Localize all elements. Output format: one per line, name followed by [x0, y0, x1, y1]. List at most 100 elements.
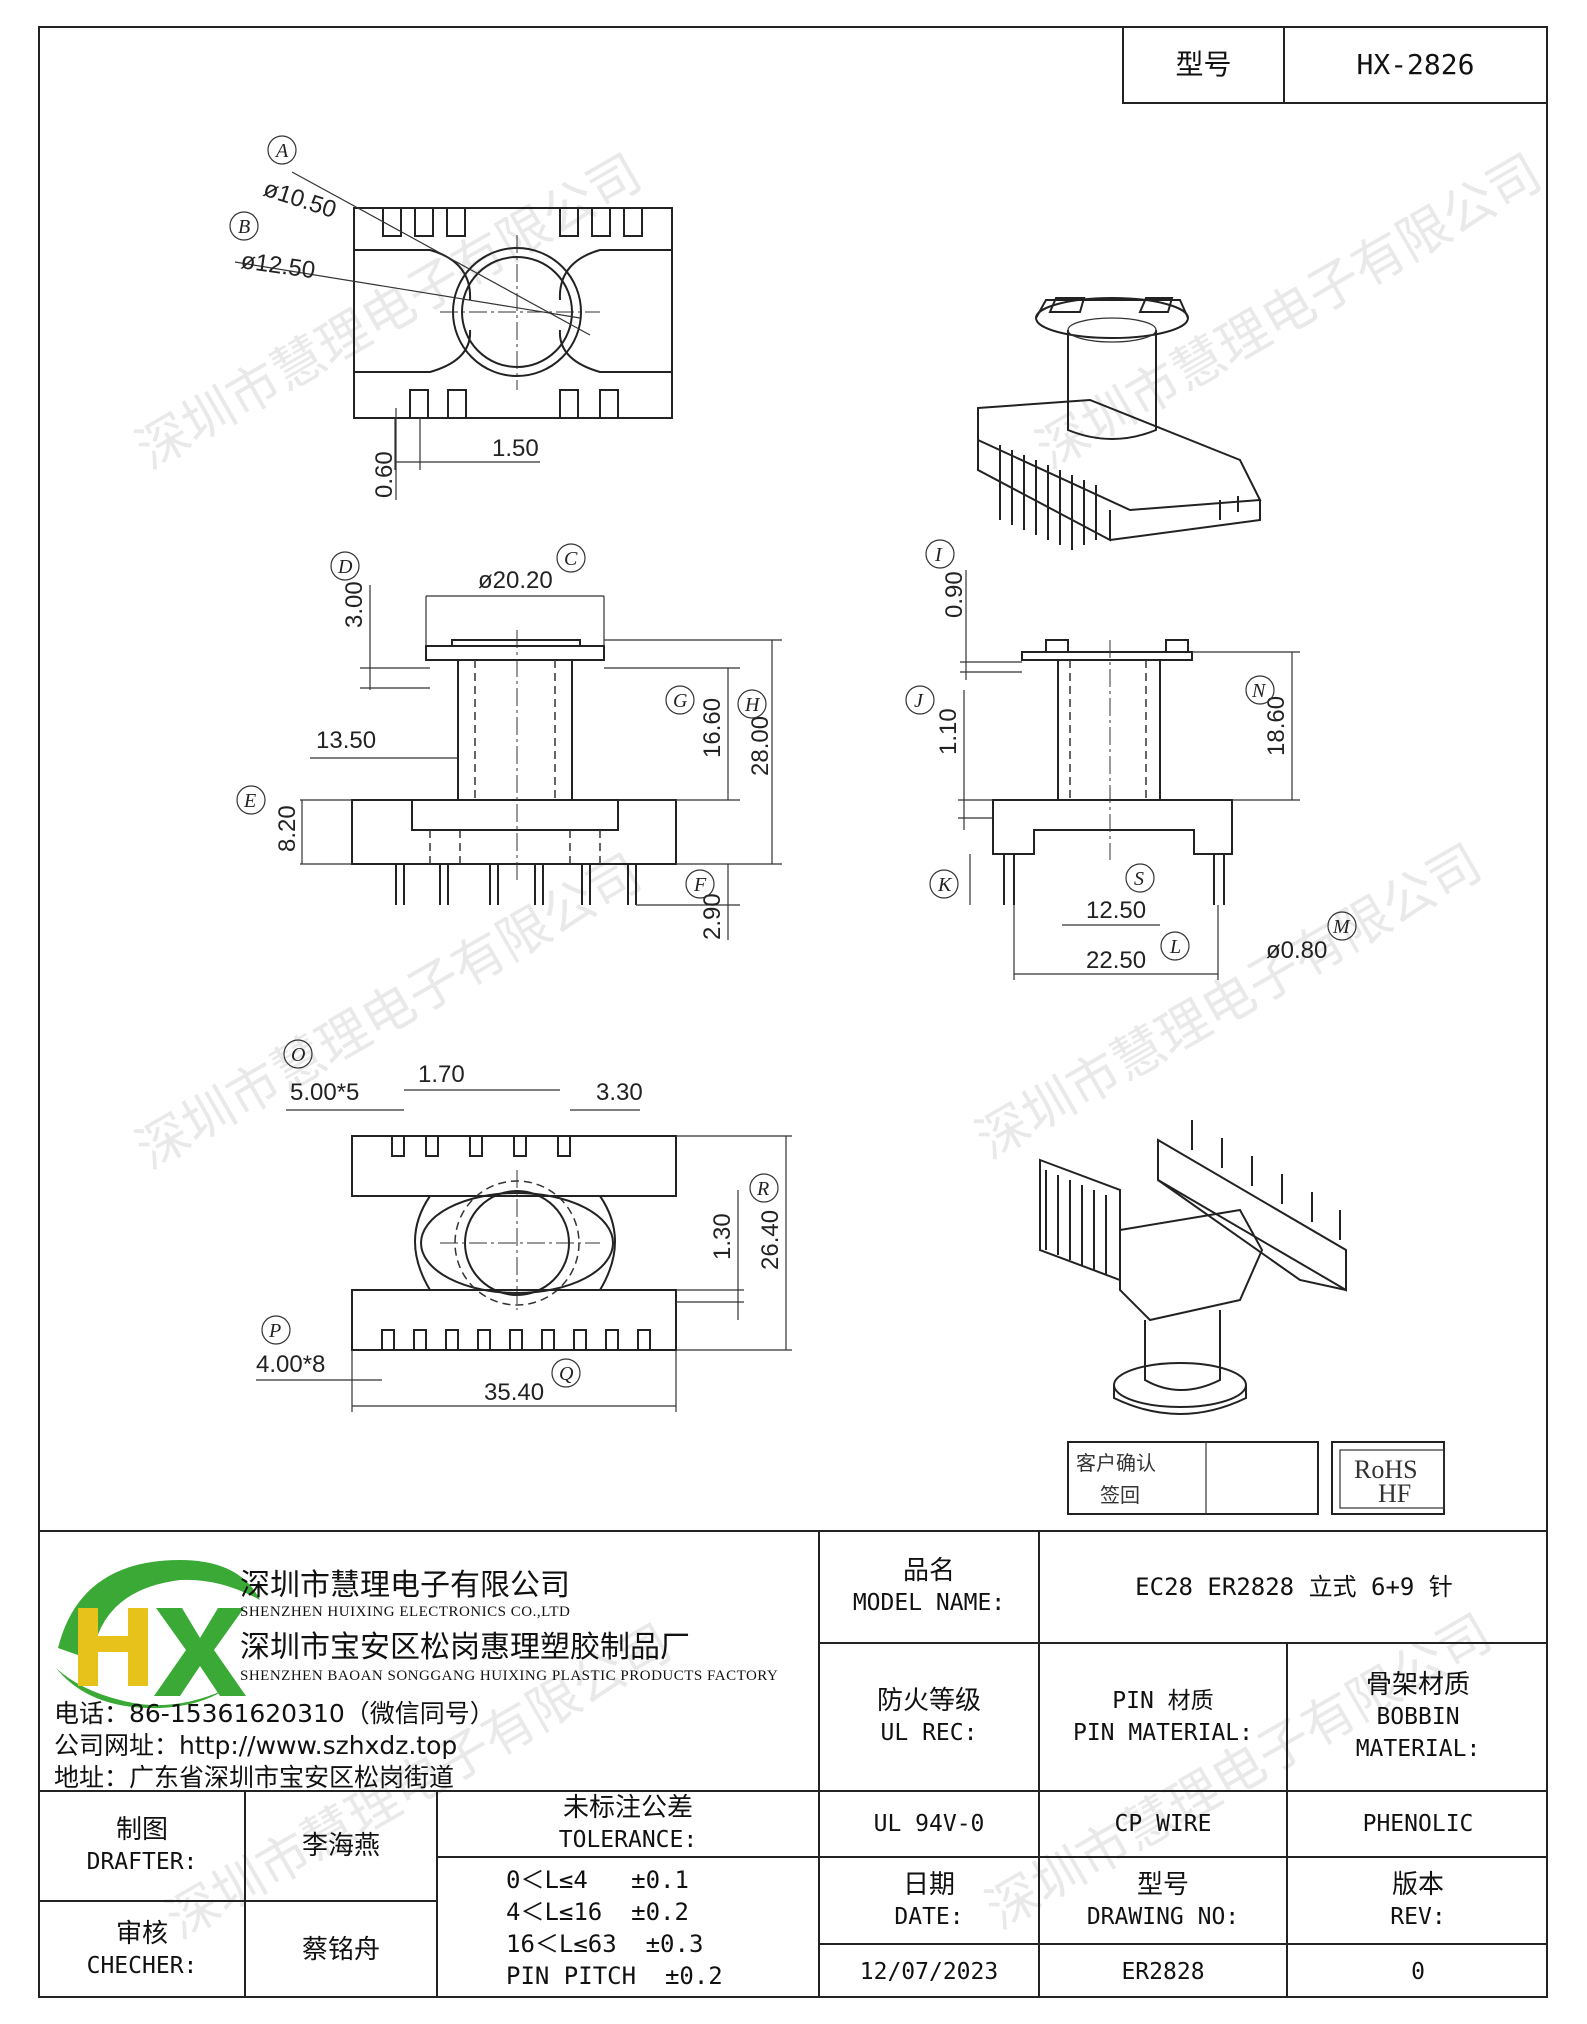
drawing-no-en: DRAWING NO: — [1086, 1903, 1240, 1930]
watermark-2: 深圳市慧理电子有限公司 — [1027, 143, 1552, 481]
approval-line-1: 客户确认 — [1076, 1451, 1156, 1475]
dim-circle-E: E — [243, 790, 256, 812]
grid-v-left-1 — [244, 1790, 246, 1998]
title-divider-left — [1122, 26, 1124, 104]
ul-en: UL REC: — [880, 1720, 978, 1746]
dim-circle-O: O — [291, 1044, 305, 1066]
rev-label: 版本 REV: — [1288, 1858, 1548, 1943]
drafter-en: DRAFTER: — [86, 1849, 198, 1875]
dim-B: ø12.50 — [239, 247, 317, 284]
tolerance-label: 未标注公差 TOLERANCE: — [438, 1792, 818, 1856]
company-website: 公司网址：http://www.szhxdz.top — [54, 1731, 458, 1760]
hf-mark: HF — [1378, 1479, 1411, 1508]
dim-1-30: 1.30 — [709, 1213, 736, 1260]
dim-circle-P: P — [268, 1320, 281, 1342]
dim-0-60: 0.60 — [371, 451, 398, 498]
factory-name-cn: 深圳市宝安区松岗惠理塑胶制品厂 — [240, 1630, 690, 1665]
model-name-en: MODEL NAME: — [852, 1590, 1006, 1616]
approval-box: 客户确认 签回 RoHS HF — [1067, 1441, 1445, 1515]
isometric-view-upright — [977, 297, 1262, 550]
pin-en: PIN MATERIAL: — [1072, 1720, 1253, 1746]
checker-label: 审核 CHECHER: — [40, 1902, 244, 1998]
rohs-mark: RoHS — [1354, 1455, 1418, 1484]
approval-line-2: 签回 — [1100, 1483, 1140, 1507]
watermark-3: 深圳市慧理电子有限公司 — [127, 843, 652, 1181]
dim-M: ø0.80 — [1266, 937, 1327, 964]
ul-cn: 防火等级 — [876, 1686, 981, 1716]
factory-name-en: SHENZHEN BAOAN SONGGANG HUIXING PLASTIC … — [240, 1668, 779, 1684]
model-name-value: EC28 ER2828 立式 6+9 针 — [1135, 1573, 1453, 1601]
pin-label: PIN 材质 PIN MATERIAL: — [1040, 1644, 1286, 1790]
tolerance-en: TOLERANCE: — [558, 1827, 698, 1853]
date-en: DATE: — [894, 1903, 964, 1930]
dim-H: 28.00 — [747, 716, 774, 776]
date-cn: 日期 — [902, 1869, 955, 1900]
dim-C: ø20.20 — [478, 567, 553, 594]
date-label: 日期 DATE: — [820, 1858, 1038, 1943]
grid-v-left-2 — [436, 1790, 438, 1998]
dim-circle-J: J — [914, 690, 924, 712]
grid-h-1 — [818, 1642, 1548, 1644]
grid-v-2 — [1286, 1642, 1288, 1998]
dim-S: 12.50 — [1086, 897, 1146, 924]
bobbin-label: 骨架材质 BOBBIN MATERIAL: — [1288, 1644, 1548, 1790]
dim-J: 1.10 — [935, 708, 962, 755]
dim-circle-B: B — [238, 216, 250, 238]
drawing-no-label: 型号 DRAWING NO: — [1040, 1858, 1286, 1943]
front-view: ø20.20 C D 3.00 13.50 E 8.20 16.60 G 28.… — [236, 543, 782, 940]
drafter-cn: 制图 — [115, 1815, 168, 1845]
model-value: HX-2826 — [1356, 48, 1475, 81]
grid-h-3 — [818, 1856, 1548, 1858]
checker-cn: 审核 — [115, 1919, 168, 1949]
title-divider-mid — [1283, 26, 1285, 104]
model-label: 型号 — [1175, 48, 1232, 81]
grid-v-1 — [1038, 1530, 1040, 1998]
date-value: 12/07/2023 — [859, 1958, 999, 1985]
tolerance-line-2: 4＜L≤16 ±0.2 — [506, 1898, 689, 1926]
dim-circle-A: A — [274, 140, 289, 162]
company-logo — [56, 1560, 260, 1709]
info-top-line — [38, 1530, 1548, 1532]
dim-circle-G: G — [673, 690, 688, 712]
title-divider-bottom — [1122, 102, 1548, 104]
dim-D: 3.00 — [341, 581, 368, 628]
dim-I: 0.90 — [941, 571, 968, 618]
rev-cn: 版本 — [1391, 1869, 1444, 1900]
company-address: 地址：广东省深圳市宝安区松岗街道 — [54, 1763, 455, 1792]
dim-circle-H: H — [744, 694, 761, 716]
dim-R: 26.40 — [757, 1210, 784, 1270]
dim-P: 4.00*8 — [256, 1351, 325, 1378]
dim-Q: 35.40 — [484, 1379, 544, 1406]
tolerance-line-4: PIN PITCH ±0.2 — [506, 1962, 723, 1990]
isometric-view-inverted — [1039, 1120, 1347, 1415]
grid-h-2 — [38, 1790, 1548, 1792]
drawing-no-cn: 型号 — [1136, 1869, 1189, 1900]
dim-circle-K: K — [937, 874, 953, 896]
dim-circle-N: N — [1251, 680, 1267, 702]
drawing-no-value: ER2828 — [1121, 1958, 1205, 1985]
dim-circle-S: S — [1134, 868, 1144, 890]
grid-h-4 — [818, 1943, 1548, 1945]
rev-en: REV: — [1390, 1903, 1446, 1930]
dim-G: 16.60 — [699, 698, 726, 758]
dim-circle-F: F — [693, 874, 707, 896]
dim-1-70: 1.70 — [418, 1061, 465, 1088]
dim-circle-R: R — [756, 1178, 769, 1200]
dim-13-50: 13.50 — [316, 727, 376, 754]
grid-h-left — [38, 1900, 436, 1902]
info-divider — [818, 1530, 820, 1998]
dim-E: 8.20 — [274, 805, 301, 852]
bobbin-value: PHENOLIC — [1362, 1811, 1474, 1837]
dim-circle-D: D — [337, 556, 353, 578]
bobbin-en-2: MATERIAL: — [1355, 1736, 1481, 1762]
drawing-frame — [38, 26, 1548, 1998]
dim-L: 22.50 — [1086, 947, 1146, 974]
tolerance-values: 0＜L≤4 ±0.1 4＜L≤16 ±0.2 16＜L≤63 ±0.3 PIN … — [438, 1858, 818, 1998]
pin-value: CP WIRE — [1114, 1811, 1212, 1837]
bottom-view: O 5.00*5 1.70 3.30 26.40 R 1.30 P 4.00*8… — [256, 1039, 792, 1412]
model-name-label: 品名 MODEL NAME: — [820, 1532, 1038, 1642]
dim-3-30: 3.30 — [596, 1079, 643, 1106]
checker-en: CHECHER: — [86, 1953, 198, 1979]
top-view: A ø10.50 B ø12.50 1.50 0.60 — [229, 135, 673, 500]
tolerance-line-3: 16＜L≤63 ±0.3 — [506, 1930, 704, 1958]
